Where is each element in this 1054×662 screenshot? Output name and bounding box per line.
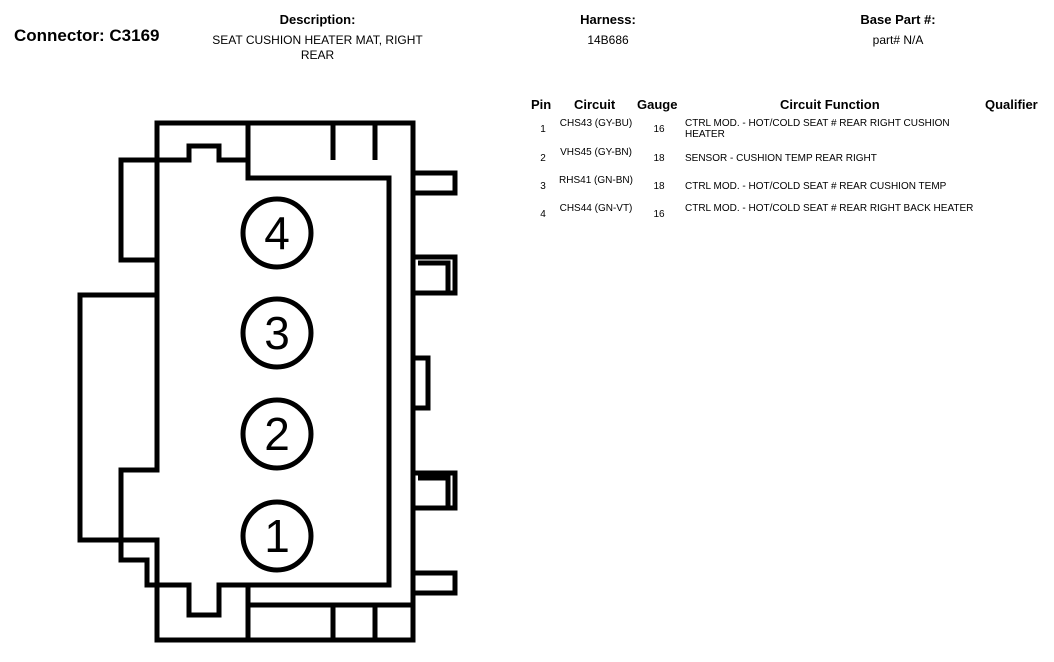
right-tab <box>413 470 458 511</box>
description-value: SEAT CUSHION HEATER MAT, RIGHT REAR <box>212 33 423 62</box>
table-row-1-pin: 1 <box>540 124 546 135</box>
table-row-2-circuit: VHS45 (GY-BN) <box>560 147 632 158</box>
column-header-qualifier: Qualifier <box>985 97 1038 112</box>
harness-value: 14B686 <box>587 33 629 47</box>
table-row-3-gauge: 18 <box>653 181 665 192</box>
pin-3-label: 3 <box>264 307 290 359</box>
table-row-1-circuit: CHS43 (GY-BU) <box>559 118 633 129</box>
harness-label: Harness: <box>580 12 636 27</box>
pin-4-label: 4 <box>264 207 290 259</box>
column-header-pin: Pin <box>531 97 552 112</box>
top-rib <box>330 123 378 160</box>
table-row-4-function: CTRL MOD. - HOT/COLD SEAT # REAR RIGHT B… <box>685 203 974 214</box>
table-row-2-function: SENSOR - CUSHION TEMP REAR RIGHT <box>685 153 877 164</box>
right-tab <box>413 170 458 196</box>
table-row-4-gauge: 16 <box>653 209 665 220</box>
table-row-2-gauge: 18 <box>653 153 665 164</box>
table-row-1-gauge: 16 <box>653 124 665 135</box>
pin-3-circle <box>240 296 314 370</box>
connector-title: Connector: C3169 <box>14 26 160 45</box>
right-tab <box>413 254 458 296</box>
table-row-4-circuit: CHS44 (GN-VT) <box>559 203 633 214</box>
pin-2-circle <box>240 397 314 471</box>
table-row-2-pin: 2 <box>540 153 546 164</box>
pin-1-label: 1 <box>264 510 290 562</box>
column-header-function: Circuit Function <box>780 97 880 112</box>
base-part-value: part# N/A <box>872 33 924 47</box>
connector-inner-cavity <box>118 123 251 640</box>
right-tab <box>413 570 458 596</box>
right-tab <box>413 355 431 411</box>
column-header-circuit: Circuit <box>574 97 616 112</box>
table-row-3-pin: 3 <box>540 181 546 192</box>
table-row-4-pin: 4 <box>540 209 546 220</box>
pin-1-circle <box>240 499 314 573</box>
connector-pin-field <box>245 160 392 588</box>
table-row-3-circuit: RHS41 (GN-BN) <box>559 175 633 186</box>
description-label: Description: <box>279 12 356 27</box>
bottom-rib <box>248 602 413 640</box>
table-row-3-function: CTRL MOD. - HOT/COLD SEAT # REAR CUSHION… <box>685 181 947 192</box>
pin-4-circle <box>240 196 314 270</box>
base-part-label: Base Part #: <box>860 12 936 27</box>
table-row-1-function: CTRL MOD. - HOT/COLD SEAT # REAR RIGHT C… <box>685 118 950 140</box>
pin-2-label: 2 <box>264 408 290 460</box>
column-header-gauge: Gauge <box>637 97 678 112</box>
